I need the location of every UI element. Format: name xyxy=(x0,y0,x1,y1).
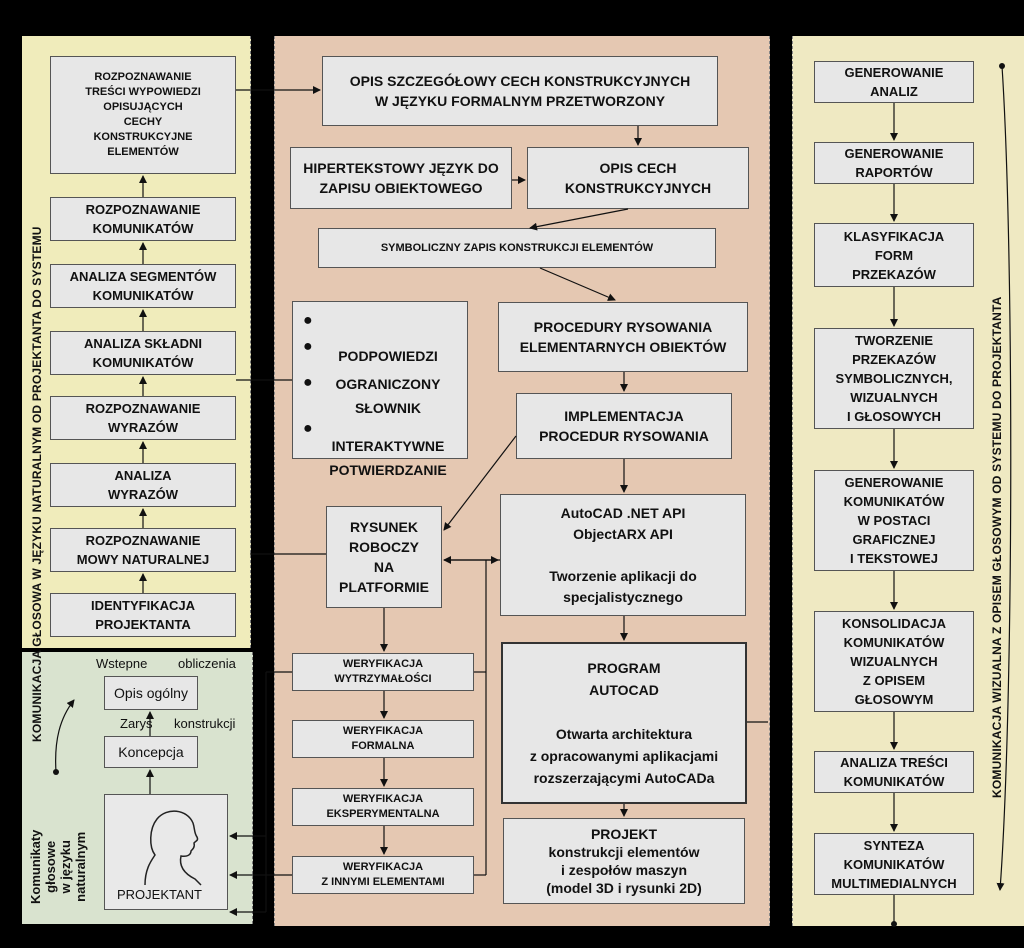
right-box-tworzenie: TWORZENIE PRZEKAZÓW SYMBOLICZNYCH, WIZUA… xyxy=(814,328,974,429)
label-zarys: Zarys xyxy=(120,716,153,731)
left-box-analiza-wyrazow: ANALIZA WYRAZÓW xyxy=(50,463,236,507)
right-box-konsolidacja: KONSOLIDACJA KOMUNIKATÓW WIZUALNYCH Z OP… xyxy=(814,611,974,712)
bullet-dot: ● xyxy=(303,338,313,355)
label-obliczenia: obliczenia xyxy=(178,656,236,671)
arrow xyxy=(443,435,517,531)
box-weryfikacja-eksperymentalna: WERYFIKACJA EKSPERYMENTALNA xyxy=(292,788,474,826)
left-box-analiza-skladni: ANALIZA SKŁADNI KOMUNIKATÓW xyxy=(50,331,236,375)
box-opis-szczegolowy: OPIS SZCZEGÓŁOWY CECH KONSTRUKCYJNYCH W … xyxy=(322,56,718,126)
box-weryfikacja-wytrzymalosci: WERYFIKACJA WYTRZYMAŁOŚCI xyxy=(292,653,474,691)
box-symboliczny: SYMBOLICZNY ZAPIS KONSTRUKCJI ELEMENTÓW xyxy=(318,228,716,268)
right-box-synteza: SYNTEZA KOMUNIKATÓW MULTIMEDIALNYCH xyxy=(814,833,974,895)
left-box-rozpoznawanie-wyrazow: ROZPOZNAWANIE WYRAZÓW xyxy=(50,396,236,440)
right-box-generowanie-raportow: GENEROWANIE RAPORTÓW xyxy=(814,142,974,184)
box-program-autocad: PROGRAM AUTOCAD Otwarta architektura z o… xyxy=(501,642,747,804)
dot xyxy=(999,63,1005,69)
box-bullets: ● PODPOWIEDZI ● OGRANICZONY SŁOWNIK ● ● … xyxy=(292,301,468,478)
left-box-rozpoznawanie-mowy: ROZPOZNAWANIE MOWY NATURALNEJ xyxy=(50,528,236,572)
box-opis-cech: OPIS CECH KONSTRUKCYJNYCH xyxy=(527,147,749,209)
arrow xyxy=(55,699,75,773)
arrow xyxy=(996,65,1012,891)
right-box-generowanie-komunikatow: GENEROWANIE KOMUNIKATÓW W POSTACI GRAFIC… xyxy=(814,470,974,571)
arrow xyxy=(539,267,616,301)
bullet-text: OGRANICZONY SŁOWNIK xyxy=(335,376,441,416)
right-box-klasyfikacja: KLASYFIKACJA FORM PRZEKAZÓW xyxy=(814,223,974,287)
box-koncepcja: Koncepcja xyxy=(104,736,198,768)
box-projekt: PROJEKT konstrukcji elementów i zespołów… xyxy=(503,818,745,904)
bullet-text: PODPOWIEDZI xyxy=(338,348,438,364)
box-rysunek-roboczy: RYSUNEK ROBOCZY NA PLATFORMIE xyxy=(326,506,442,608)
label-wstepne: Wstepne xyxy=(96,656,148,671)
bullet-dot: ● xyxy=(303,420,313,437)
bullet-text: INTERAKTYWNE POTWIERDZANIE xyxy=(329,438,447,478)
bullet-item: ● PODPOWIEDZI xyxy=(301,310,461,384)
bullet-item: ● INTERAKTYWNE POTWIERDZANIE xyxy=(301,398,461,500)
label-konstrukcji: konstrukcji xyxy=(174,716,236,731)
projektant-box: PROJEKTANT xyxy=(104,794,228,910)
bullet-item: ● xyxy=(301,374,461,410)
bullet-dot: ● xyxy=(303,374,313,391)
dot xyxy=(891,921,897,927)
right-box-analiza-tresci: ANALIZA TREŚCI KOMUNIKATÓW xyxy=(814,751,974,793)
person-head-icon xyxy=(144,810,202,886)
projektant-label: PROJEKTANT xyxy=(117,887,202,902)
left-box-identyfikacja: IDENTYFIKACJA PROJEKTANTA xyxy=(50,593,236,637)
bullet-item: ● OGRANICZONY SŁOWNIK xyxy=(301,336,461,438)
box-implementacja: IMPLEMENTACJA PROCEDUR RYSOWANIA xyxy=(516,393,732,459)
right-box-generowanie-analiz: GENEROWANIE ANALIZ xyxy=(814,61,974,103)
box-weryfikacja-z-innymi: WERYFIKACJA Z INNYMI ELEMENTAMI xyxy=(292,856,474,894)
dot xyxy=(53,769,59,775)
box-hipertekstowy: HIPERTEKSTOWY JĘZYK DO ZAPISU OBIEKTOWEG… xyxy=(290,147,512,209)
box-procedury: PROCEDURY RYSOWANIA ELEMENTARNYCH OBIEKT… xyxy=(498,302,748,372)
box-autocad-api: AutoCAD .NET API ObjectARX API Tworzenie… xyxy=(500,494,746,616)
left-box-rozpoznawanie-tresci: ROZPOZNAWANIE TREŚCI WYPOWIEDZI OPISUJĄC… xyxy=(50,56,236,174)
bullet-dot: ● xyxy=(303,312,313,329)
left-box-analiza-segmentow: ANALIZA SEGMENTÓW KOMUNIKATÓW xyxy=(50,264,236,308)
box-weryfikacja-formalna: WERYFIKACJA FORMALNA xyxy=(292,720,474,758)
box-opis-ogolny: Opis ogólny xyxy=(104,676,198,710)
arrow xyxy=(529,208,629,231)
left-box-rozpoznawanie-komunikatow: ROZPOZNAWANIE KOMUNIKATÓW xyxy=(50,197,236,241)
